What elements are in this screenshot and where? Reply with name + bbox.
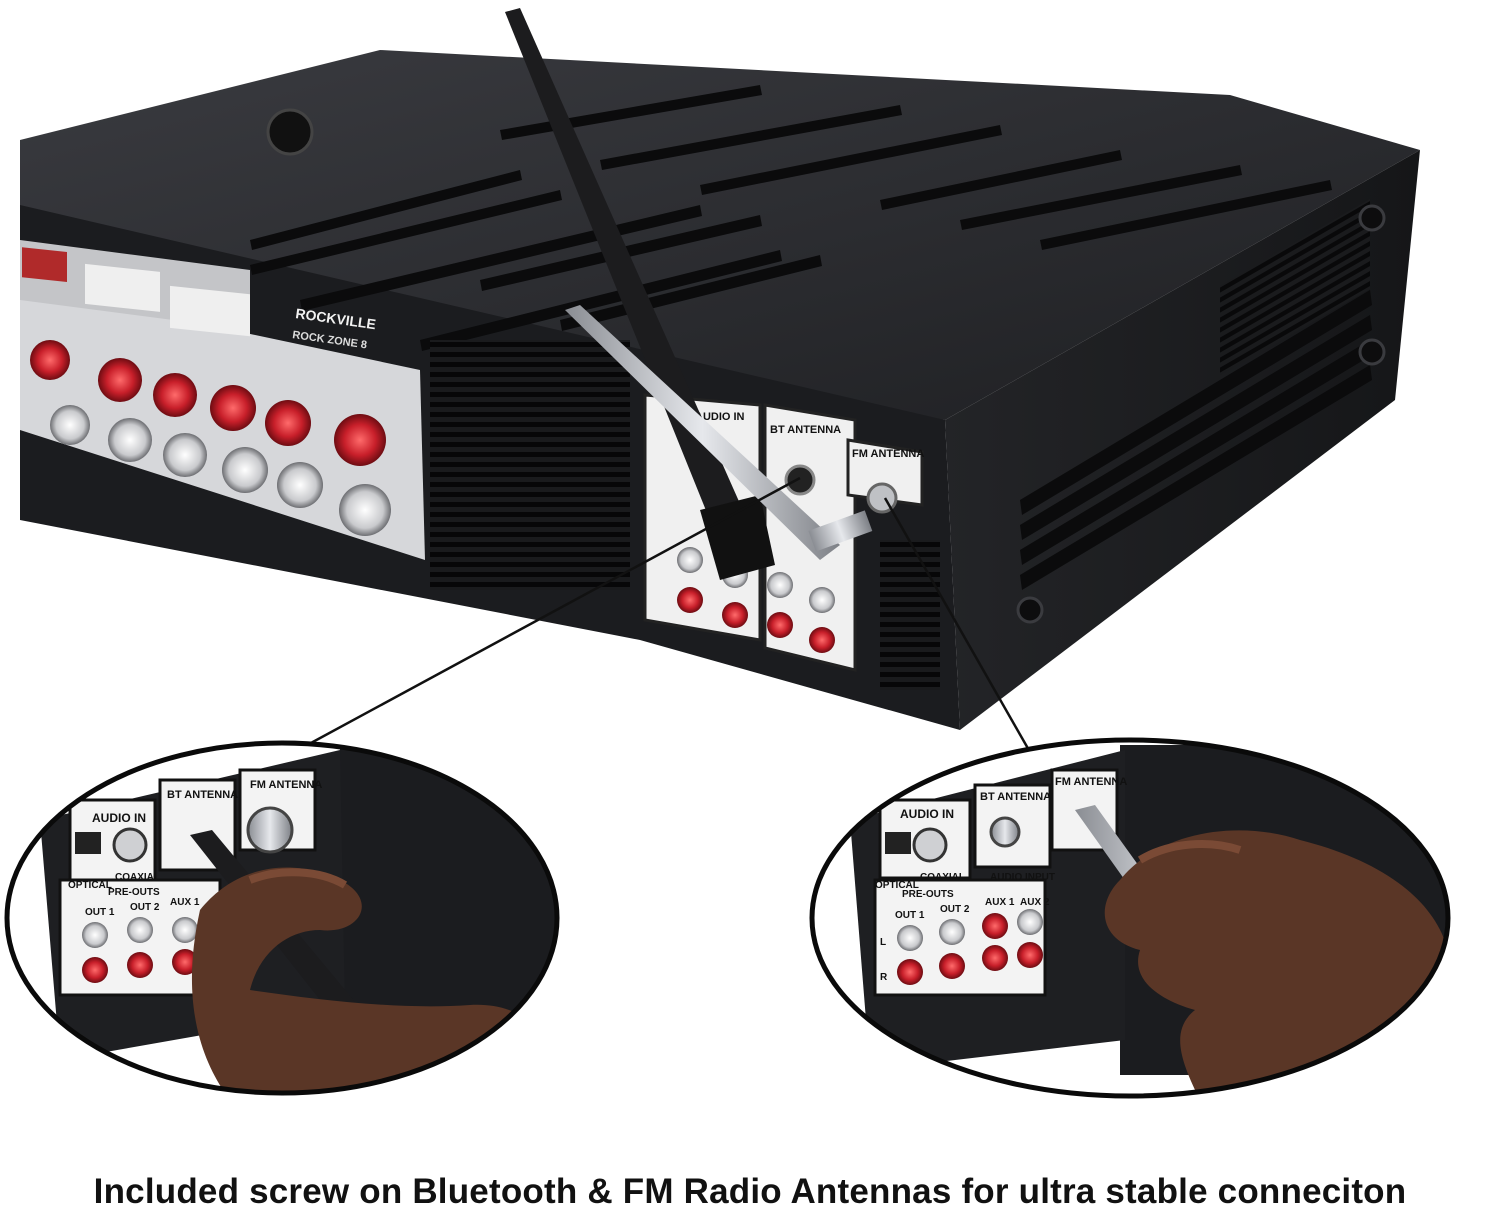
svg-text:AUX 2: AUX 2	[1020, 897, 1050, 908]
svg-text:AUDIO INPUT: AUDIO INPUT	[990, 872, 1055, 883]
svg-text:AUX 1: AUX 1	[170, 897, 200, 908]
svg-text:PRE-OUTS: PRE-OUTS	[108, 887, 160, 898]
caption-text: Included screw on Bluetooth & FM Radio A…	[93, 1172, 1407, 1211]
svg-text:OUT 2: OUT 2	[130, 902, 160, 913]
fm-telescopic-antenna	[565, 305, 840, 560]
audio-in-label: AUDIO IN	[695, 411, 745, 423]
callout-lines	[297, 476, 1032, 753]
svg-text:R: R	[880, 972, 888, 983]
side-vents	[1020, 290, 1372, 590]
svg-text:AUX 1: AUX 1	[985, 897, 1015, 908]
svg-text:PRE-OUTS: PRE-OUTS	[902, 889, 954, 900]
svg-text:COAXIAL: COAXIAL	[115, 872, 160, 883]
svg-text:OPTICAL: OPTICAL	[68, 880, 112, 891]
svg-text:FM ANTENNA: FM ANTENNA	[250, 779, 322, 791]
svg-text:OUT 2: OUT 2	[940, 904, 970, 915]
svg-text:FM ANTENNA: FM ANTENNA	[1055, 776, 1127, 788]
svg-text:OUT 1: OUT 1	[85, 907, 115, 918]
svg-text:BT ANTENNA: BT ANTENNA	[980, 791, 1051, 803]
svg-text:L: L	[880, 937, 886, 948]
amplifier-chassis: ROCKVILLE ROCK ZONE 8 AUDIO IN BT ANTENN…	[20, 8, 1420, 730]
svg-text:AUDIO IN: AUDIO IN	[92, 811, 146, 825]
bt-antenna-closeup: AUDIO IN BT ANTENNA FM ANTENNA OPTICAL C…	[4, 740, 560, 1096]
svg-text:AUDIO IN: AUDIO IN	[900, 807, 954, 821]
rear-grille	[430, 340, 630, 590]
svg-text:OUT 1: OUT 1	[895, 910, 925, 921]
svg-text:OPTICAL: OPTICAL	[875, 880, 919, 891]
top-screw-icon	[266, 108, 314, 156]
binding-posts	[30, 340, 391, 536]
speaker-terminal-panel: ROCKVILLE ROCK ZONE 8	[20, 240, 425, 560]
svg-text:COAXIAL: COAXIAL	[920, 872, 965, 883]
bt-antenna-label: BT ANTENNA	[770, 424, 841, 436]
svg-text:BT ANTENNA: BT ANTENNA	[167, 789, 238, 801]
fm-antenna-closeup: AUDIO IN BT ANTENNA FM ANTENNA OPTICAL C…	[809, 737, 1451, 1099]
fm-antenna-label: FM ANTENNA	[852, 448, 924, 460]
